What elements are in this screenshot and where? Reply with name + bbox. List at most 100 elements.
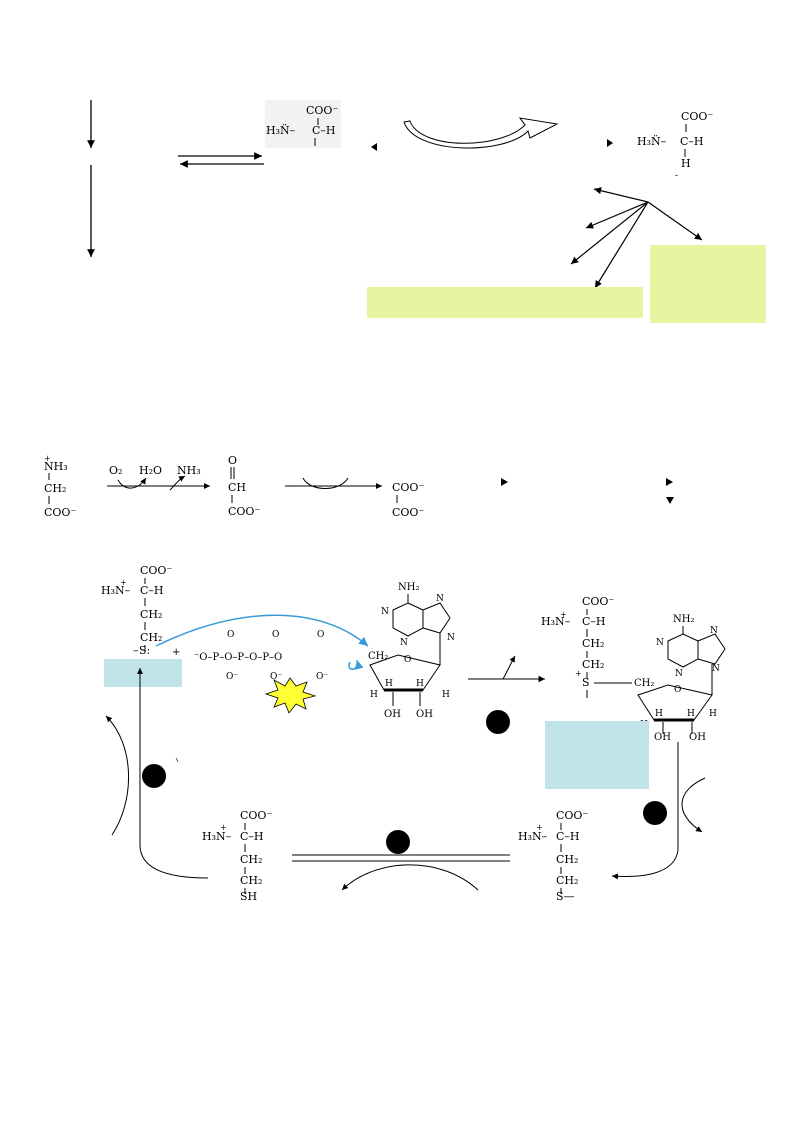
tiny-tick xyxy=(175,757,179,763)
nucleophilic-attack-arrow xyxy=(155,614,369,647)
arrowhead-left xyxy=(371,143,377,151)
th-plus: + xyxy=(536,823,543,832)
release-curve-arrow xyxy=(502,655,516,680)
hcy-ch2-2: CH₂ xyxy=(240,874,262,887)
arrowhead-mid-3 xyxy=(666,497,674,504)
atp-nh2: NH₂ xyxy=(398,582,419,593)
demethylation-arrow xyxy=(611,742,679,880)
second-oxidation-step xyxy=(285,477,382,489)
triphosphate-chain: ⁻O–P–O–P–O–P–O xyxy=(194,652,282,663)
carboxylate-label-2: COO⁻ xyxy=(681,110,713,123)
hcy-plus: + xyxy=(220,823,227,832)
alpha-carbon-label: C–H xyxy=(312,124,336,137)
carboxylate-label-3: COO⁻ xyxy=(44,506,76,519)
atp-ring-o: O xyxy=(404,655,411,665)
sam-h-3: H xyxy=(687,709,695,719)
hcy-carboxylate: COO⁻ xyxy=(240,809,272,822)
p1-oxo: O xyxy=(227,630,234,640)
sam-carboxylate: COO⁻ xyxy=(582,595,614,608)
atp-n9: N xyxy=(447,633,455,643)
p3-oxo: O xyxy=(317,630,324,640)
p2-oxo: O xyxy=(272,630,279,640)
atp-oh-1: OH xyxy=(384,709,401,720)
met-sulfur-dash: – xyxy=(133,644,139,657)
arrowhead-mid-1 xyxy=(501,478,508,486)
met-sulfur: S: xyxy=(139,644,150,657)
carboxylate-label-4: COO⁻ xyxy=(228,505,260,518)
methionine-structure: COO⁻ + H₃N– C–H CH₂ CH₂ – S: + xyxy=(101,564,180,658)
sam-nh2: NH₂ xyxy=(673,614,694,625)
met-ch2-1: CH₂ xyxy=(140,608,162,621)
atp-adenosine: CH₂ O H H H H OH OH NH₂ N N N N xyxy=(368,582,455,720)
hcy-alpha-carbon: C–H xyxy=(240,830,264,843)
sam-oh-1: OH xyxy=(654,732,671,743)
carboxylate-label-6: COO⁻ xyxy=(392,506,424,519)
atp-n7: N xyxy=(436,594,444,604)
homocysteine-structure: COO⁻ + H₃N– C–H CH₂ CH₂ SH xyxy=(202,809,272,903)
enzyme-marker-4 xyxy=(386,830,410,854)
sam-amine-plus: + xyxy=(560,610,567,619)
curved-transfer-arrow xyxy=(403,117,559,149)
th-thiolate: S— xyxy=(556,890,575,903)
alpha-carbon-label-2: C–H xyxy=(680,135,704,148)
p3-ominus: O⁻ xyxy=(316,672,328,682)
atp-h-2: H xyxy=(385,679,393,689)
amine-label-2: H₃N̈– xyxy=(637,135,667,148)
sam-n9: N xyxy=(712,664,720,674)
th-alpha-carbon: C–H xyxy=(556,830,580,843)
met-alpha-carbon: C–H xyxy=(140,584,164,597)
oxygen-label: O₂ xyxy=(109,464,122,477)
water-label: H₂O xyxy=(139,464,162,477)
glycine-structure: + NH₃ CH₂ COO⁻ xyxy=(44,454,76,519)
sam-n1: N xyxy=(656,638,664,648)
hcy-amine: H₃N– xyxy=(202,830,232,843)
th-carboxylate: COO⁻ xyxy=(556,809,588,822)
sam-ch2-1: CH₂ xyxy=(582,637,604,650)
sam-ring-o: O xyxy=(674,685,681,695)
sam-structure: COO⁻ + H₃N– C–H CH₂ CH₂ + S xyxy=(541,595,632,698)
bottom-curve-arrow xyxy=(341,864,479,891)
methylene-label: CH₂ xyxy=(44,482,66,495)
sam-alpha-carbon: C–H xyxy=(582,615,606,628)
sam-n3: N xyxy=(675,669,683,679)
sam-oh-2: OH xyxy=(689,732,706,743)
th-amine: H₃N– xyxy=(518,830,548,843)
enzyme-marker-2 xyxy=(142,764,166,788)
glyoxylate-structure: O CH COO⁻ xyxy=(228,454,260,518)
highlight-box-blue-1 xyxy=(104,659,182,687)
left-curve-arrow xyxy=(105,715,129,836)
thiolate-structure: COO⁻ + H₃N– C–H CH₂ CH₂ S— xyxy=(518,809,588,903)
sam-amine: H₃N– xyxy=(541,615,571,628)
atp-h-4: H xyxy=(442,690,450,700)
methyl-transfer-curve xyxy=(681,777,706,833)
sam-ch2-2: CH₂ xyxy=(582,658,604,671)
amine-label: H₃N̈– xyxy=(266,124,296,137)
oxygen-atom-label: O xyxy=(228,454,237,467)
sam-h-4: H xyxy=(709,709,717,719)
carboxylate-label-5: COO⁻ xyxy=(392,481,424,494)
energy-star-icon xyxy=(264,677,317,714)
arrowhead-mid-2 xyxy=(666,478,673,486)
triphosphate-structure: ⁻O–P–O–P–O–P–O O O O O⁻ O⁻ O⁻ xyxy=(194,630,364,682)
atp-h-3: H xyxy=(416,679,424,689)
plus-sign: + xyxy=(44,454,51,463)
met-plus: + xyxy=(120,578,127,587)
sam-s-plus: + xyxy=(575,669,582,678)
sam-ch2-3: CH₂ xyxy=(634,678,654,689)
oxalate-structure: COO⁻ COO⁻ xyxy=(392,481,424,519)
amino-acid-structure-2: COO⁻ H₃N̈– C–H H - xyxy=(637,110,713,181)
sam-n7: N xyxy=(710,626,718,636)
amino-acid-structure-1: COO⁻ H₃N̈– C–H xyxy=(265,100,341,148)
highlight-box-tall xyxy=(650,245,766,323)
atp-oh-2: OH xyxy=(416,709,433,720)
radiating-arrows xyxy=(570,187,703,289)
sam-h-2: H xyxy=(655,709,663,719)
remethylation-arrow xyxy=(137,668,209,879)
th-ch2-1: CH₂ xyxy=(556,853,578,866)
th-ch2-2: CH₂ xyxy=(556,874,578,887)
enzyme-marker-3 xyxy=(643,801,667,825)
atp-ch2: CH₂ xyxy=(368,651,388,662)
highlight-box-wide xyxy=(367,287,643,318)
enzyme-marker-1 xyxy=(486,710,510,734)
